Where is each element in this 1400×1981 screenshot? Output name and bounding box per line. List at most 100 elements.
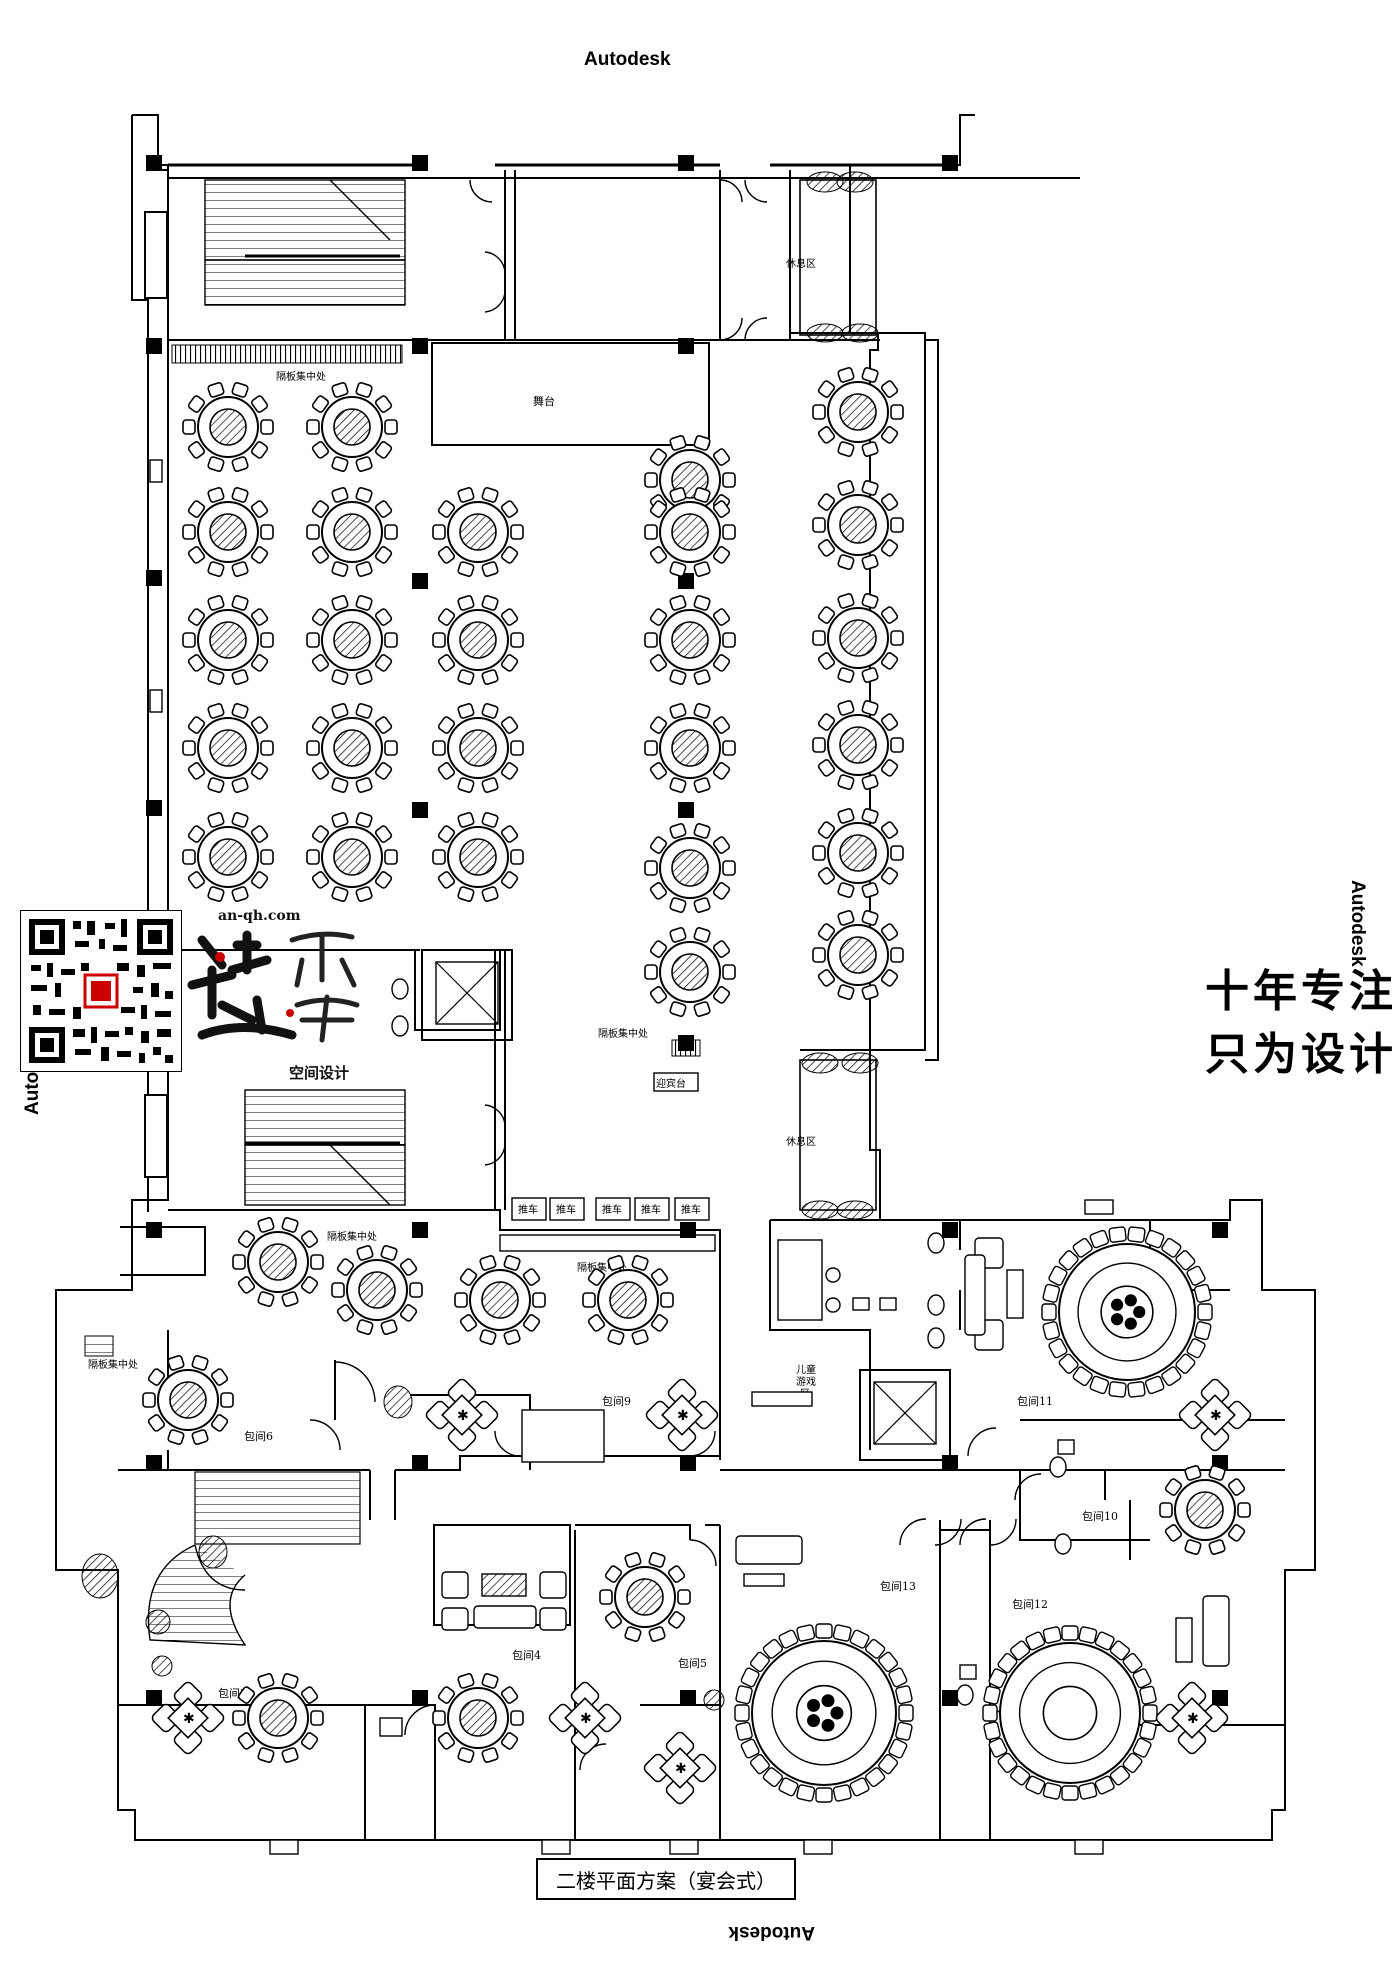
partition-label-mid: 隔板集中处 bbox=[598, 1027, 648, 1040]
round-table bbox=[812, 593, 904, 683]
large-round-table bbox=[734, 1623, 914, 1803]
drawing-title: 二楼平面方案（宴会式） bbox=[536, 1858, 796, 1900]
stairwell-bottom-spiral bbox=[147, 1471, 361, 1646]
round-table bbox=[432, 703, 524, 793]
svg-text:游戏: 游戏 bbox=[796, 1375, 816, 1388]
svg-text:儿童: 儿童 bbox=[796, 1363, 816, 1376]
square-table-set: ✱ bbox=[1155, 1681, 1229, 1755]
round-table bbox=[306, 487, 398, 577]
svg-text:推车: 推车 bbox=[641, 1203, 661, 1216]
rest-area-bottom-label: 休息区 bbox=[786, 1135, 816, 1148]
svg-text:✱: ✱ bbox=[580, 1711, 592, 1727]
round-table bbox=[432, 1673, 524, 1763]
round-table bbox=[1159, 1465, 1251, 1555]
svg-text:推车: 推车 bbox=[602, 1203, 622, 1216]
square-table-set: ✱ bbox=[548, 1681, 622, 1755]
stairwell-middle bbox=[144, 1089, 406, 1206]
stairwell-top bbox=[204, 179, 406, 306]
walls bbox=[55, 114, 1316, 1841]
doors bbox=[309, 179, 1042, 1771]
round-table bbox=[432, 487, 524, 577]
room6-label: 包间6 bbox=[244, 1430, 273, 1443]
round-table bbox=[182, 595, 274, 685]
round-table bbox=[232, 1673, 324, 1763]
partition-label-top: 隔板集中处 bbox=[276, 370, 326, 383]
watermark-top: Autodesk bbox=[584, 49, 671, 70]
partition-label-lower: 隔板集中处 bbox=[327, 1230, 377, 1243]
square-table-set: ✱ bbox=[425, 1378, 499, 1452]
plants bbox=[81, 171, 879, 1711]
round-table bbox=[812, 808, 904, 898]
round-table bbox=[812, 700, 904, 790]
slogan-line2: 只为设计 bbox=[1205, 1029, 1397, 1080]
slogan-line1: 十年专注 bbox=[1205, 966, 1397, 1017]
room13-label: 包间13 bbox=[880, 1580, 916, 1593]
round-table bbox=[599, 1552, 691, 1642]
stage: 舞台 bbox=[431, 342, 710, 446]
room9-label: 包间9 bbox=[602, 1395, 631, 1408]
elevator-core bbox=[421, 949, 513, 1041]
round-table bbox=[582, 1255, 674, 1345]
columns bbox=[146, 155, 1228, 1706]
logo-mark bbox=[187, 930, 360, 1043]
svg-text:✱: ✱ bbox=[677, 1408, 689, 1424]
round-table bbox=[644, 703, 736, 793]
round-table bbox=[644, 927, 736, 1017]
round-table bbox=[812, 480, 904, 570]
restrooms bbox=[379, 978, 1075, 1737]
round-table bbox=[182, 382, 274, 472]
elevator-right bbox=[859, 1369, 951, 1461]
svg-text:✱: ✱ bbox=[457, 1408, 469, 1424]
round-table bbox=[182, 703, 274, 793]
round-table bbox=[306, 595, 398, 685]
cart-row: 推车 推车 推车 推车 推车 bbox=[499, 1197, 716, 1252]
watermark-right: Autodesk bbox=[1347, 880, 1368, 967]
large-round-table bbox=[982, 1625, 1158, 1801]
round-table bbox=[812, 910, 904, 1000]
watermark-bottom: Autodesk bbox=[728, 1922, 815, 1943]
stage-label: 舞台 bbox=[533, 394, 555, 408]
qr-code bbox=[20, 910, 182, 1072]
partition-label-left: 隔板集中处 bbox=[88, 1358, 138, 1371]
room5-label: 包间5 bbox=[678, 1657, 707, 1670]
logo-design-text: 空间设计 bbox=[289, 1064, 350, 1082]
room11-label: 包间11 bbox=[1017, 1395, 1053, 1408]
round-table bbox=[644, 595, 736, 685]
square-table-set: ✱ bbox=[643, 1731, 717, 1805]
svg-text:✱: ✱ bbox=[1210, 1408, 1222, 1424]
round-table bbox=[432, 595, 524, 685]
round-table bbox=[182, 812, 274, 902]
round-table bbox=[182, 487, 274, 577]
svg-text:推车: 推车 bbox=[681, 1203, 701, 1216]
round-table bbox=[306, 812, 398, 902]
round-table bbox=[306, 382, 398, 472]
round-table bbox=[454, 1255, 546, 1345]
svg-text:推车: 推车 bbox=[556, 1203, 576, 1216]
square-table-set: ✱ bbox=[645, 1378, 719, 1452]
round-table bbox=[232, 1217, 324, 1307]
logo-url: an-qh.com bbox=[218, 908, 301, 924]
dining-tables: ✱ ✱ ✱ ✱ ✱ ✱ ✱ bbox=[142, 367, 1252, 1805]
svg-text:推车: 推车 bbox=[518, 1203, 538, 1216]
square-table-set: ✱ bbox=[151, 1681, 225, 1755]
round-table bbox=[644, 487, 736, 577]
round-table bbox=[432, 812, 524, 902]
room12-label: 包间12 bbox=[1012, 1598, 1048, 1611]
large-round-table bbox=[1041, 1226, 1213, 1398]
room10-label: 包间10 bbox=[1082, 1510, 1118, 1523]
rest-area-top-label: 休息区 bbox=[786, 257, 816, 270]
round-table bbox=[306, 703, 398, 793]
round-table bbox=[142, 1355, 234, 1445]
svg-text:✱: ✱ bbox=[1187, 1711, 1199, 1727]
round-table bbox=[812, 367, 904, 457]
rest-area-top: 休息区 bbox=[786, 179, 877, 336]
room4-label: 包间4 bbox=[512, 1649, 541, 1662]
lounge-furniture bbox=[441, 1237, 1230, 1667]
rest-area-bottom: 休息区 bbox=[786, 1059, 877, 1211]
square-table-set: ✱ bbox=[1178, 1378, 1252, 1452]
svg-text:✱: ✱ bbox=[675, 1761, 687, 1777]
svg-text:✱: ✱ bbox=[183, 1711, 195, 1727]
reception-label: 迎宾台 bbox=[656, 1077, 686, 1090]
round-table bbox=[331, 1245, 423, 1335]
